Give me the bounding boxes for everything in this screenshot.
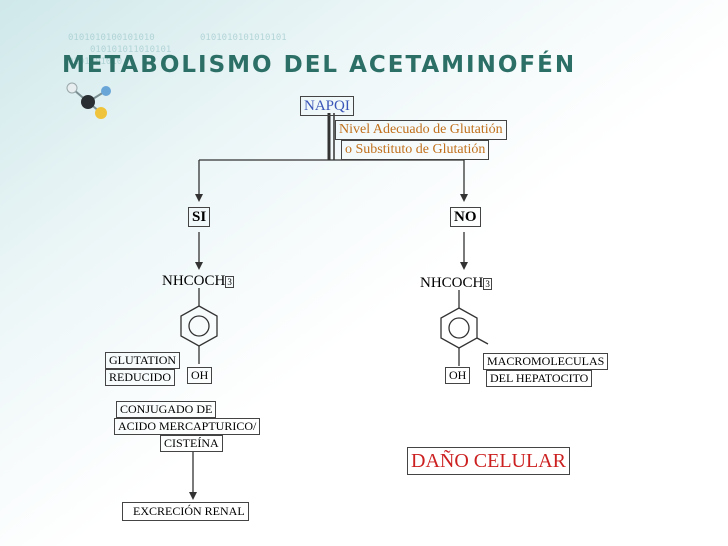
macromolecules-line-1: MACROMOLECULAS <box>483 353 609 370</box>
condition-line-1: Nivel Adecuado de Glutatión <box>335 120 507 140</box>
page-title: METABOLISMO DEL ACETAMINOFÉN <box>62 52 577 78</box>
left-benzene-circle <box>188 315 210 337</box>
binary-digits-decoration: 0101010100101010 010101011010101 0101001… <box>68 33 287 67</box>
svg-text:0101010100101010: 0101010100101010 <box>68 33 155 43</box>
left-benzene-ring <box>180 305 218 347</box>
arrowhead-no <box>460 194 468 202</box>
arrowhead-no-group <box>460 262 468 270</box>
right-ring-side-bond <box>476 337 489 345</box>
svg-text:0101010101010101: 0101010101010101 <box>200 33 287 43</box>
right-benzene-circle <box>448 317 470 339</box>
left-oh-label: OH <box>187 367 213 384</box>
macromolecules-line-2: DEL HEPATOCITO <box>486 370 593 387</box>
right-acetyl-subscript: 3 <box>483 278 492 290</box>
right-acetyl-label: NHCOCH <box>420 275 484 291</box>
excretion-label: EXCRECIÓN RENAL <box>122 502 249 521</box>
branch-no-label: NO <box>450 207 481 227</box>
arrowhead-excretion <box>189 492 197 500</box>
molecule-icon <box>66 82 111 119</box>
right-benzene-ring <box>440 307 478 349</box>
conjugate-line-2: ACIDO MERCAPTURICO/ <box>114 418 261 435</box>
condition-line-2: o Substituto de Glutatión <box>341 140 490 160</box>
arrowhead-si <box>195 194 203 202</box>
branch-yes-label: SI <box>188 207 211 227</box>
right-oh-label: OH <box>445 367 471 384</box>
conjugate-line-1: CONJUGADO DE <box>116 401 217 418</box>
arrowhead-si-group <box>195 262 203 270</box>
svg-text:010101011010101: 010101011010101 <box>90 45 171 55</box>
left-acetyl-label: NHCOCH <box>162 273 226 289</box>
napqi-label: NAPQI <box>300 96 354 116</box>
conjugate-line-3: CISTEÍNA <box>160 435 223 452</box>
cell-damage-label: DAÑO CELULAR <box>407 447 570 475</box>
svg-text:0101001010: 0101001010 <box>68 57 122 67</box>
glutathione-line-1: GLUTATION <box>105 352 181 369</box>
glutathione-line-2: REDUCIDO <box>105 369 175 386</box>
left-acetyl-subscript: 3 <box>225 276 234 288</box>
